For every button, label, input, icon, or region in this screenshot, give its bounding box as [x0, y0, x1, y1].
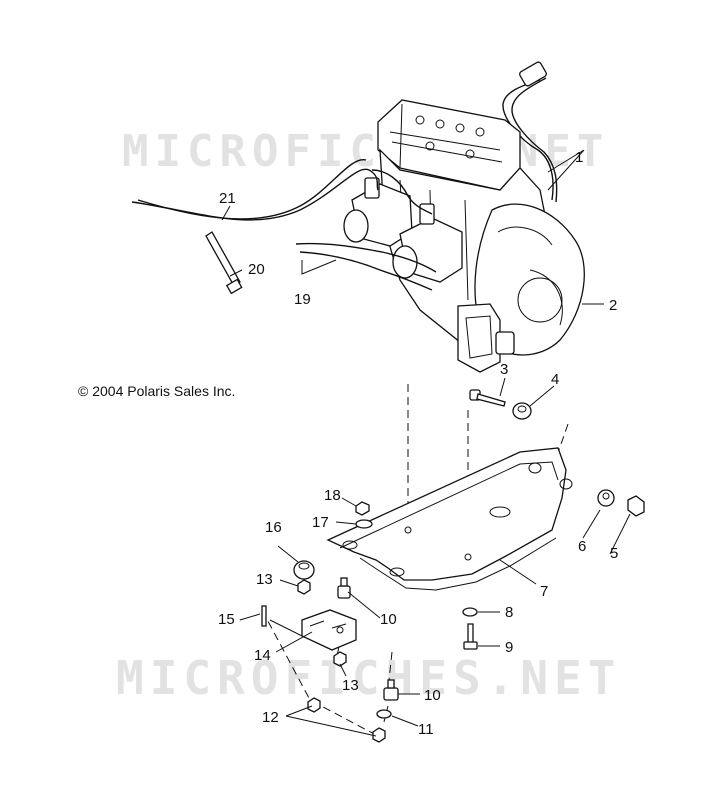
callout-19: 19	[294, 291, 311, 308]
washer-part-11	[376, 709, 392, 719]
callout-2: 2	[609, 297, 617, 314]
bolt-part-9	[463, 623, 478, 650]
nut-part-5	[627, 495, 645, 517]
callout-13-bottom: 13	[342, 677, 359, 694]
callout-20: 20	[248, 261, 265, 278]
mount-plate-part-7	[326, 447, 573, 591]
watermark-bottom: MICROFICHES.NET	[116, 651, 621, 705]
callout-15: 15	[218, 611, 235, 628]
engine-assembly	[295, 61, 585, 373]
callout-14: 14	[254, 647, 271, 664]
callout-8: 8	[505, 604, 513, 621]
copyright-text: © 2004 Polaris Sales Inc.	[78, 383, 235, 399]
callout-18: 18	[324, 487, 341, 504]
nut-part-18	[355, 501, 370, 516]
callout-11: 11	[418, 721, 434, 738]
mount-part-10-top	[337, 577, 351, 599]
callout-10-bottom: 10	[424, 687, 441, 704]
callout-7: 7	[540, 583, 548, 600]
callout-3: 3	[500, 361, 508, 378]
pin-part-15	[261, 605, 267, 627]
callout-6: 6	[578, 538, 586, 555]
callout-4: 4	[551, 371, 559, 388]
washer-part-8	[462, 607, 478, 617]
callout-9: 9	[505, 639, 513, 656]
nut-part-13-bottom	[333, 651, 347, 667]
callout-5: 5	[610, 545, 618, 562]
cushion-part-16	[293, 560, 315, 580]
callout-1: 1	[575, 149, 583, 166]
nut-part-12-b	[372, 727, 386, 743]
bolt-part-3	[469, 389, 506, 407]
callout-21: 21	[219, 190, 236, 207]
throttle-cable	[131, 168, 379, 221]
washer-part-17	[355, 519, 373, 529]
callout-12: 12	[262, 709, 279, 726]
rubber-mount-part-4	[512, 402, 532, 420]
nut-part-12-a	[307, 697, 321, 713]
nut-part-13-top	[297, 579, 311, 595]
grommet-part-6	[597, 489, 615, 507]
callout-13-top: 13	[256, 571, 273, 588]
callout-10-top: 10	[380, 611, 397, 628]
callout-17: 17	[312, 514, 329, 531]
bracket-part-14	[269, 609, 357, 651]
long-bolt-part	[205, 231, 241, 287]
callout-16: 16	[265, 519, 282, 536]
watermark-top: MICROFICHES.NET	[122, 126, 609, 177]
